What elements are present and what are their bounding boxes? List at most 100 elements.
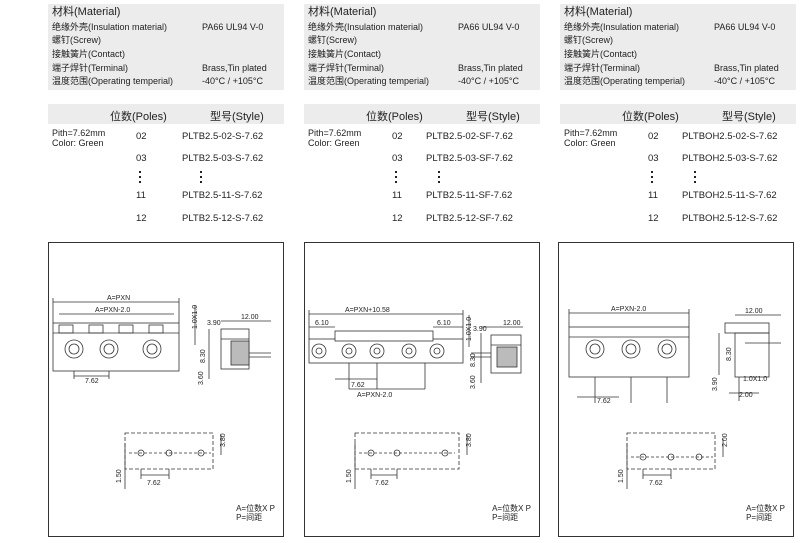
color-text: Color: Green [308, 138, 360, 148]
dim-fp-h: 3.80 [220, 433, 227, 447]
poles-cell: 02 [136, 131, 147, 142]
material-value: Brass,Tin plated [714, 63, 779, 73]
dim-h3: 8.30 [200, 349, 207, 363]
dim-h4: 3.60 [470, 375, 477, 389]
dim-h2: 3.90 [473, 326, 487, 333]
style-cell: PLTB2.5-11-S-7.62 [182, 190, 263, 201]
ellipsis-dots [139, 170, 141, 186]
material-spec: 材料(Material) 绝缘外壳(Insulation material)PA… [304, 4, 540, 90]
material-label: 接触簧片(Contact) [52, 49, 126, 59]
material-label: 绝缘外壳(Insulation material) [52, 22, 168, 32]
technical-drawing: A=PXN-2.0 7.62 12.00 3.90 8.30 1.0X1.0 2… [558, 242, 794, 537]
legend-p: P=间距 [492, 513, 519, 522]
material-label: 端子焊针(Terminal) [308, 63, 385, 73]
material-value: PA66 UL94 V-0 [714, 22, 776, 32]
material-value: -40°C / +105°C [202, 76, 263, 86]
pith-text: Pith=7.62mm [564, 128, 618, 138]
poles-header: 位数(Poles) [622, 111, 679, 123]
poles-cell: 12 [648, 213, 659, 224]
dim-h2: 3.90 [712, 377, 719, 391]
material-label: 端子焊针(Terminal) [564, 63, 641, 73]
dim-h1: 1.0X1.0 [466, 317, 473, 341]
material-header: 材料(Material) [52, 6, 121, 18]
poles-cell: 11 [392, 190, 402, 201]
ellipsis-dots [200, 170, 202, 186]
dim-fp-v: 1.50 [116, 469, 123, 483]
drawing-svg: A=PXN A=PXN-2.0 7.62 3.90 12.00 1.0X1.0 … [52, 295, 271, 489]
material-label: 接触簧片(Contact) [308, 49, 382, 59]
style-cell: PLTB2.5-02-SF-7.62 [426, 131, 513, 142]
style-cell: PLTB2.5-03-SF-7.62 [426, 153, 513, 164]
color-text: Color: Green [564, 138, 616, 148]
style-cell: PLTBOH2.5-03-S-7.62 [682, 153, 778, 164]
poles-cell: 03 [136, 153, 147, 164]
drawing-svg: A=PXN+10.58 6.10 6.10 7.62 A=PXN-2.0 3.9… [308, 307, 523, 489]
poles-table-header: 位数(Poles) 型号(Style) [560, 104, 796, 124]
table-row: 11 PLTBOH2.5-11-S-7.62 [560, 190, 796, 202]
dim-w: 12.00 [745, 308, 763, 315]
table-row: 03 PLTB2.5-03-S-7.62 [48, 153, 284, 165]
dim-fp-h: 2.00 [722, 433, 729, 447]
dim-b: A=PXN-2.0 [95, 307, 130, 314]
dim-a: A=PXN+10.58 [345, 307, 390, 314]
poles-header: 位数(Poles) [366, 111, 423, 123]
dim-side: 6.10 [315, 320, 329, 327]
ellipsis-dots [395, 170, 397, 186]
dim-w2: 2.00 [739, 392, 753, 399]
drawing-svg: A=PXN-2.0 7.62 12.00 3.90 8.30 1.0X1.0 2… [568, 306, 781, 489]
dim-w: 12.00 [503, 320, 521, 327]
material-label: 温度范围(Operating temperial) [308, 76, 430, 86]
dim-fp-h: 3.80 [466, 433, 473, 447]
poles-cell: 12 [392, 213, 403, 224]
material-label: 绝缘外壳(Insulation material) [564, 22, 680, 32]
table-row: 03 PLTB2.5-03-SF-7.62 [304, 153, 540, 165]
dim-fp-p: 7.62 [147, 480, 161, 487]
material-label: 温度范围(Operating temperial) [52, 76, 174, 86]
style-cell: PLTB2.5-12-S-7.62 [182, 213, 264, 224]
dim-fp-v: 1.50 [618, 469, 625, 483]
dim-a: A=PXN [107, 295, 130, 302]
technical-drawing: A=PXN+10.58 6.10 6.10 7.62 A=PXN-2.0 3.9… [304, 242, 540, 537]
style-cell: PLTB2.5-12-SF-7.62 [426, 213, 513, 224]
material-value: -40°C / +105°C [714, 76, 775, 86]
dim-h3: 8.30 [726, 347, 733, 361]
material-label: 温度范围(Operating temperial) [564, 76, 686, 86]
pith-text: Pith=7.62mm [308, 128, 362, 138]
technical-drawing: A=PXN A=PXN-2.0 7.62 3.90 12.00 1.0X1.0 … [48, 242, 284, 537]
ellipsis-dots [651, 170, 653, 186]
poles-cell: 11 [648, 190, 658, 201]
color-text: Color: Green [52, 138, 104, 148]
dim-pitch: 7.62 [85, 378, 99, 385]
dim-pitch: 7.62 [597, 398, 611, 405]
legend-a: A=位数X P [746, 504, 785, 513]
poles-table-header: 位数(Poles) 型号(Style) [304, 104, 540, 124]
dim-h4: 3.60 [198, 371, 205, 385]
poles-cell: 02 [648, 131, 659, 142]
dim-h1: 1.0X1.0 [192, 305, 199, 329]
dim-h1: 1.0X1.0 [743, 376, 767, 383]
style-header: 型号(Style) [466, 111, 520, 123]
material-label: 螺钉(Screw) [564, 35, 613, 45]
material-header: 材料(Material) [308, 6, 377, 18]
style-header: 型号(Style) [722, 111, 776, 123]
style-cell: PLTBOH2.5-11-S-7.62 [682, 190, 777, 201]
material-label: 接触簧片(Contact) [564, 49, 638, 59]
poles-cell: 03 [648, 153, 659, 164]
legend-p: P=间距 [746, 513, 773, 522]
dim-fp-p: 7.62 [649, 480, 663, 487]
poles-cell: 03 [392, 153, 403, 164]
dim-h3: 8.30 [470, 353, 477, 367]
style-cell: PLTB2.5-03-S-7.62 [182, 153, 264, 164]
